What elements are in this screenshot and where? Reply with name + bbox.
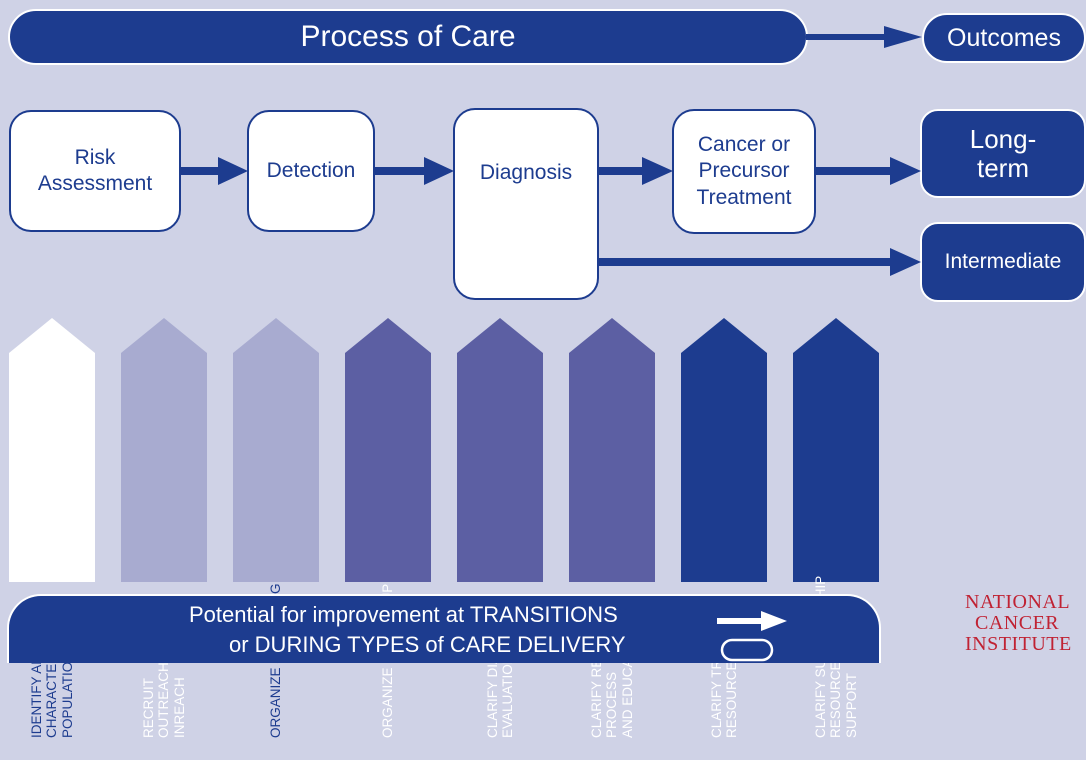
chevron-organize-followup: Organize follow-up	[345, 318, 431, 738]
intermediate-outcome: Intermediate	[920, 222, 1086, 302]
logo-line-institute: INSTITUTE	[965, 633, 1072, 655]
logo-line-cancer: CANCER	[975, 612, 1060, 634]
arrow-diagnosis-intermediate-shaft	[599, 258, 895, 266]
arrow-risk-detection-shaft	[181, 167, 221, 175]
arrow-risk-detection-head	[218, 157, 248, 185]
risk-assessment-label: Risk Assessment	[37, 145, 153, 195]
legend-line-1: Potential for improvement at TRANSITIONS	[189, 602, 618, 627]
outcomes-label: Outcomes	[947, 23, 1061, 52]
chevron-referral-process: Clarify referral process and education	[569, 318, 655, 738]
arrow-treatment-longterm-shaft	[816, 167, 894, 175]
header-arrow-shaft	[806, 34, 888, 40]
legend-symbols	[717, 611, 787, 662]
outcomes-bar: Outcomes	[922, 13, 1086, 63]
chevron-diagnostic-evaluation: Clarify diagnostic evaluation	[457, 318, 543, 738]
diagram-canvas: Process of Care Outcomes Risk Assessment…	[7, 9, 1086, 738]
legend-line-2: or DURING TYPES of CARE DELIVERY	[229, 632, 626, 657]
intermediate-label: Intermediate	[944, 250, 1062, 273]
legend-transition-arrow-icon	[717, 611, 787, 631]
chevron-recruit-outreach: Recruit outreach inreach	[121, 318, 207, 738]
nci-logo: NATIONAL CANCER INSTITUTE	[965, 592, 1085, 662]
logo-line-national: NATIONAL	[965, 591, 1071, 613]
header-arrow-head	[884, 26, 922, 48]
chevron-survivorship-resources: Clarify survivorship resources and suppo…	[793, 318, 879, 738]
arrow-detection-diagnosis-shaft	[375, 167, 427, 175]
treatment-label: Cancer or Precursor Treatment	[696, 133, 792, 209]
detection-box: Detection	[247, 110, 375, 232]
detection-label: Detection	[266, 158, 356, 182]
legend-bar: Potential for improvement at TRANSITIONS…	[7, 594, 881, 663]
chevron-organize-screening: Organize screening	[233, 318, 319, 738]
arrow-diagnosis-intermediate-head	[890, 248, 921, 276]
long-term-outcome: Long- term	[920, 109, 1086, 198]
chevron-identify-population: Identify and characterize population	[9, 318, 95, 738]
legend-care-delivery-pill-icon	[720, 638, 774, 662]
chevron-treatment-resources: Clarify treatment resources	[681, 318, 767, 738]
risk-assessment-box: Risk Assessment	[9, 110, 181, 232]
arrow-diagnosis-treatment-head	[642, 157, 673, 185]
arrow-treatment-longterm-head	[890, 157, 921, 185]
long-term-label: Long- term	[969, 123, 1037, 183]
arrow-detection-diagnosis-head	[424, 157, 454, 185]
arrow-diagnosis-treatment-shaft	[599, 167, 645, 175]
diagnosis-label: Diagnosis	[479, 161, 573, 184]
treatment-box: Cancer or Precursor Treatment	[672, 109, 816, 234]
process-of-care-label: Process of Care	[300, 20, 516, 53]
diagnosis-box: Diagnosis	[453, 108, 599, 300]
process-of-care-bar: Process of Care	[8, 9, 808, 65]
